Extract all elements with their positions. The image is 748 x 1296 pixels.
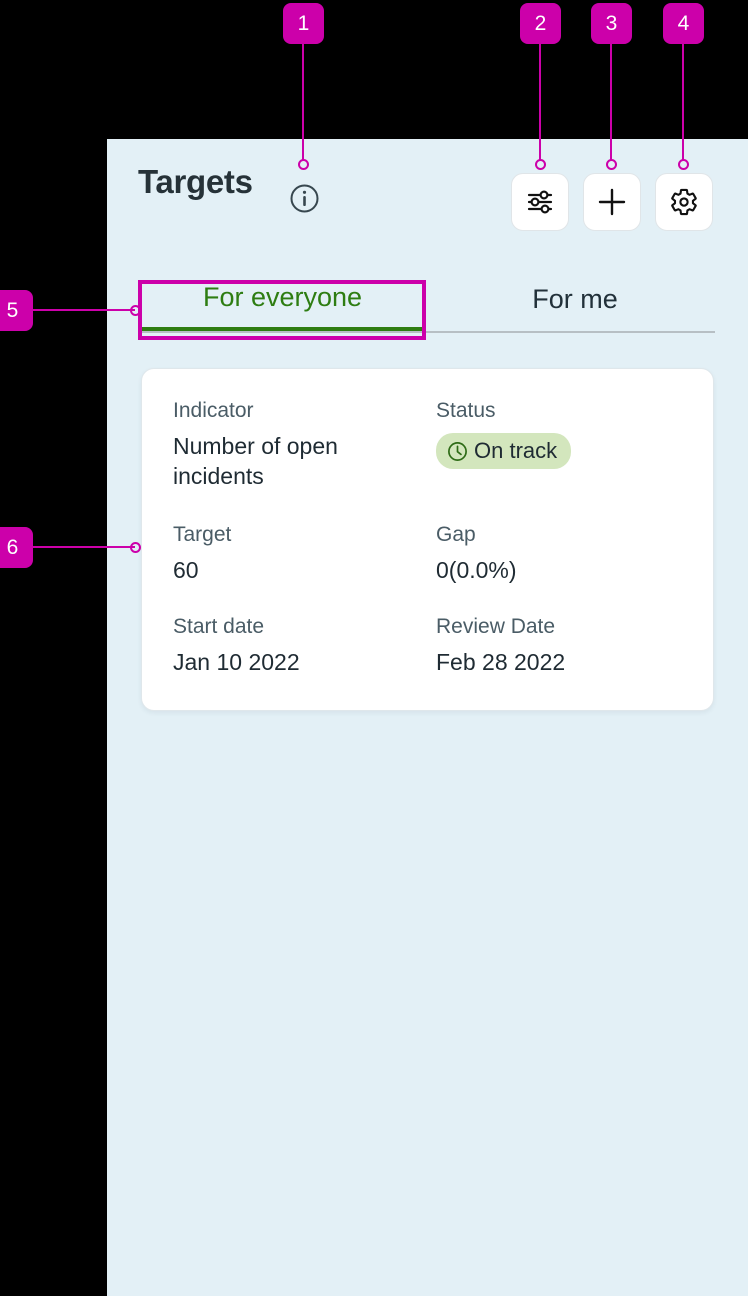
add-button[interactable] — [583, 173, 641, 231]
tab-for-everyone[interactable]: For everyone — [140, 268, 425, 331]
tabs-bar: For everyone For me — [107, 268, 748, 336]
indicator-value: Number of open incidents — [173, 433, 338, 489]
info-circle-icon[interactable] — [289, 183, 320, 214]
app-viewport: Targets — [107, 139, 748, 1296]
annotation-badge-6: 6 — [0, 527, 33, 568]
annotation-badge-1: 1 — [283, 3, 324, 44]
indicator-label: Indicator — [173, 399, 254, 422]
start-date-value: Jan 10 2022 — [173, 649, 300, 675]
filter-button[interactable] — [511, 173, 569, 231]
sliders-icon — [525, 187, 555, 217]
page-header: Targets — [107, 139, 748, 264]
gap-label: Gap — [436, 523, 476, 546]
target-card[interactable]: Indicator Number of open incidents Statu… — [141, 368, 714, 711]
annotation-badge-4: 4 — [663, 3, 704, 44]
start-date-label: Start date — [173, 615, 265, 638]
tabs-divider — [138, 331, 715, 333]
target-field: Target 60 — [173, 521, 423, 585]
gear-icon — [669, 187, 699, 217]
annotation-badge-2: 2 — [520, 3, 561, 44]
review-date-value: Feb 28 2022 — [436, 649, 566, 675]
status-label: Status — [436, 399, 496, 422]
clock-icon — [447, 441, 468, 462]
target-value: 60 — [173, 557, 199, 583]
start-date-field: Start date Jan 10 2022 — [173, 613, 423, 677]
target-label: Target — [173, 523, 232, 546]
page-title: Targets — [138, 163, 253, 200]
review-date-label: Review Date — [436, 615, 556, 638]
status-field: Status On track — [436, 397, 696, 469]
annotation-badge-5: 5 — [0, 290, 33, 331]
gap-value: 0(0.0%) — [436, 557, 517, 583]
status-text: On track — [474, 438, 558, 463]
tab-for-me[interactable]: For me — [435, 268, 715, 331]
annotation-badge-3: 3 — [591, 3, 632, 44]
indicator-field: Indicator Number of open incidents — [173, 397, 423, 491]
status-badge: On track — [436, 433, 572, 469]
review-date-field: Review Date Feb 28 2022 — [436, 613, 696, 677]
settings-button[interactable] — [655, 173, 713, 231]
plus-icon — [596, 186, 628, 218]
gap-field: Gap 0(0.0%) — [436, 521, 696, 585]
